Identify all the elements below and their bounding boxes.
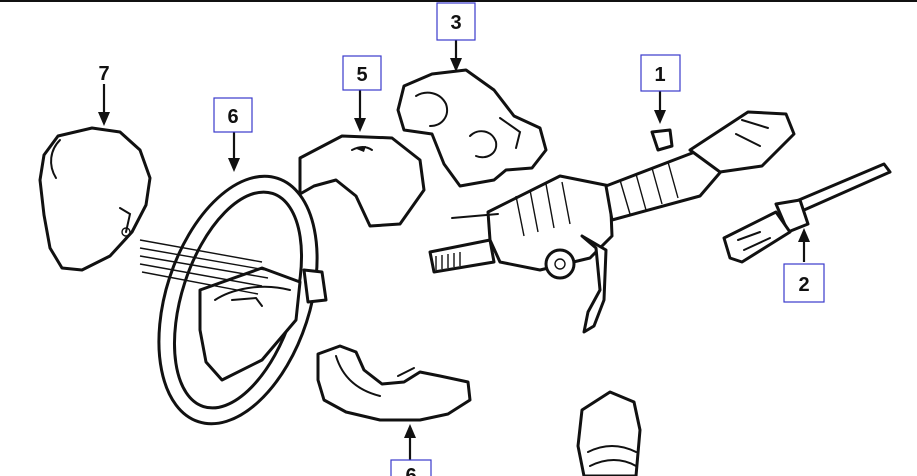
part-5-upper-shroud: [298, 134, 426, 228]
callout-6-bottom: 6: [390, 459, 432, 476]
callout-3: 3: [436, 2, 476, 41]
part-6-steering-wheel: [139, 174, 328, 426]
arrowhead-3: [450, 58, 462, 72]
callout-2-label: 2: [798, 274, 809, 296]
part-3-shroud: [396, 68, 548, 188]
callout-5-label: 5: [356, 64, 367, 86]
callout-6-top-label: 6: [227, 106, 238, 128]
callout-3-label: 3: [450, 12, 461, 34]
arrowhead-5: [354, 118, 366, 132]
part-6-lower-shroud: [316, 344, 472, 422]
part-2-intermediate-shaft: [722, 162, 892, 264]
callout-1: 1: [640, 54, 681, 92]
part-1-steering-column: [428, 110, 796, 334]
callout-7-label: 7: [98, 63, 109, 85]
arrowhead-7: [98, 112, 110, 126]
part-7-horn-pad: [38, 126, 152, 272]
callout-7: 7: [98, 63, 109, 85]
callout-2: 2: [783, 263, 825, 303]
arrowhead-2: [798, 228, 810, 242]
callout-6-bottom-label: 6: [405, 465, 416, 476]
arrowhead-6-bottom: [404, 424, 416, 438]
arrowhead-1: [654, 110, 666, 124]
callout-1-label: 1: [654, 64, 665, 86]
part-bottom-boot: [576, 390, 642, 476]
callout-6-top: 6: [213, 97, 253, 133]
callout-5: 5: [342, 55, 382, 91]
arrowhead-6-top: [228, 158, 240, 172]
leader-lines: [98, 40, 810, 460]
